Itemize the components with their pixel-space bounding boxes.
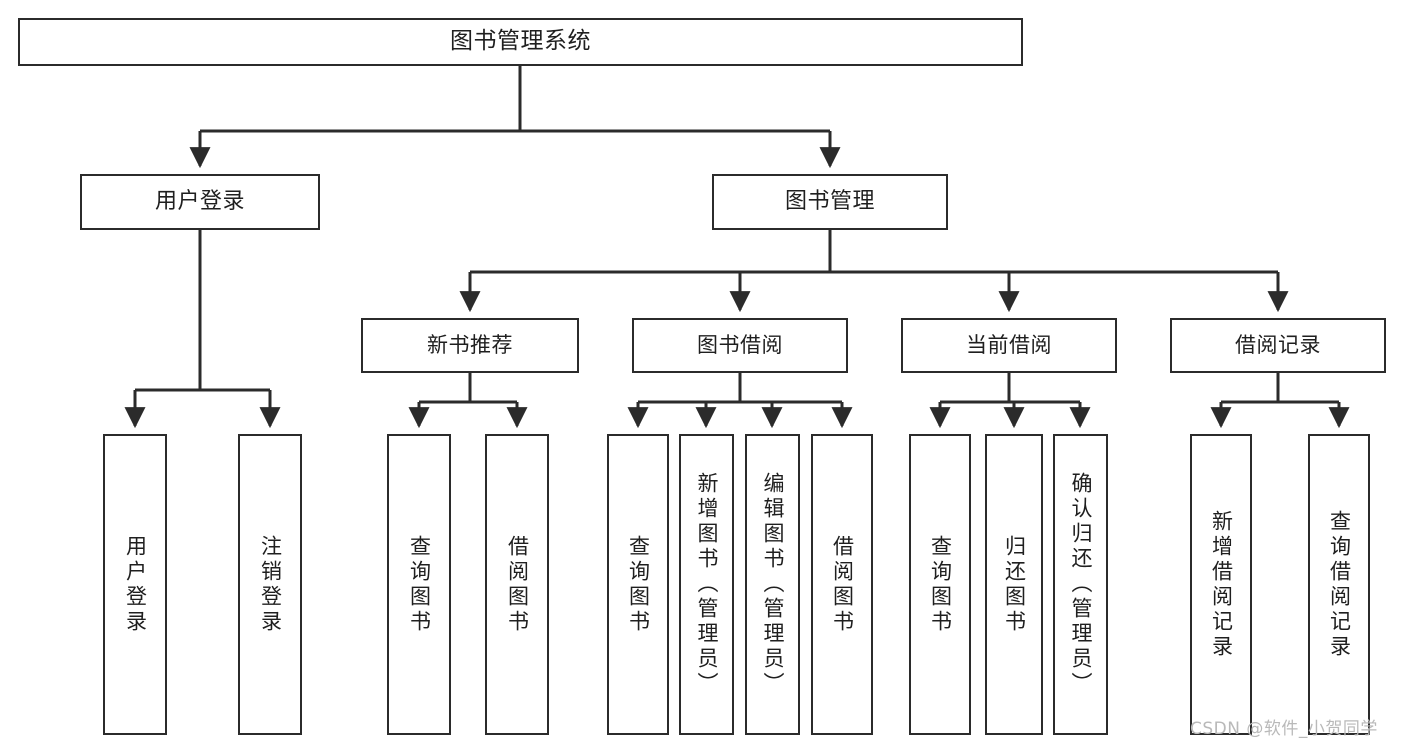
node-borrow-record[interactable]: 借阅记录: [1170, 318, 1386, 373]
node-root[interactable]: 图书管理系统: [18, 18, 1023, 66]
node-leaf-current-return-label: 归还图书: [1002, 534, 1027, 635]
node-book-manage-label: 图书管理: [784, 189, 875, 215]
node-leaf-current-return[interactable]: 归还图书: [985, 434, 1043, 735]
node-current-borrow-label: 当前借阅: [966, 333, 1052, 358]
node-current-borrow[interactable]: 当前借阅: [901, 318, 1117, 373]
node-user-login-label: 用户登录: [154, 189, 245, 215]
node-leaf-user-logout-label: 注销登录: [258, 534, 283, 635]
node-leaf-newbook-borrow-label: 借阅图书: [505, 534, 530, 635]
node-book-borrow-label: 图书借阅: [697, 333, 783, 358]
node-leaf-borrow-add-admin-label: 新增图书（管理员）: [695, 472, 719, 697]
node-root-label: 图书管理系统: [450, 28, 591, 55]
node-leaf-borrow-borrow[interactable]: 借阅图书: [811, 434, 873, 735]
node-leaf-newbook-query[interactable]: 查询图书: [387, 434, 451, 735]
node-leaf-borrow-add-admin[interactable]: 新增图书（管理员）: [679, 434, 734, 735]
node-leaf-record-query-label: 查询借阅记录: [1327, 509, 1352, 660]
node-leaf-record-add-label: 新增借阅记录: [1209, 509, 1234, 660]
node-leaf-borrow-borrow-label: 借阅图书: [830, 534, 855, 635]
node-leaf-current-query-label: 查询图书: [928, 534, 953, 635]
node-new-book-recommend[interactable]: 新书推荐: [361, 318, 579, 373]
node-leaf-borrow-edit-admin-label: 编辑图书（管理员）: [761, 472, 785, 697]
node-book-manage[interactable]: 图书管理: [712, 174, 948, 230]
node-leaf-newbook-query-label: 查询图书: [407, 534, 432, 635]
node-leaf-current-confirm-admin[interactable]: 确认归还（管理员）: [1053, 434, 1108, 735]
node-leaf-current-confirm-admin-label: 确认归还（管理员）: [1069, 472, 1093, 697]
node-new-book-recommend-label: 新书推荐: [427, 333, 513, 358]
node-leaf-user-logout[interactable]: 注销登录: [238, 434, 302, 735]
node-leaf-user-login[interactable]: 用户登录: [103, 434, 167, 735]
node-leaf-current-query[interactable]: 查询图书: [909, 434, 971, 735]
node-leaf-user-login-label: 用户登录: [123, 534, 148, 635]
node-leaf-newbook-borrow[interactable]: 借阅图书: [485, 434, 549, 735]
node-leaf-borrow-query-label: 查询图书: [626, 534, 651, 635]
node-user-login[interactable]: 用户登录: [80, 174, 320, 230]
node-book-borrow[interactable]: 图书借阅: [632, 318, 848, 373]
node-leaf-record-query[interactable]: 查询借阅记录: [1308, 434, 1370, 735]
node-borrow-record-label: 借阅记录: [1235, 333, 1321, 358]
csdn-watermark: CSDN @软件_小贺同学: [1190, 719, 1378, 739]
node-leaf-borrow-query[interactable]: 查询图书: [607, 434, 669, 735]
node-leaf-borrow-edit-admin[interactable]: 编辑图书（管理员）: [745, 434, 800, 735]
node-leaf-record-add[interactable]: 新增借阅记录: [1190, 434, 1252, 735]
